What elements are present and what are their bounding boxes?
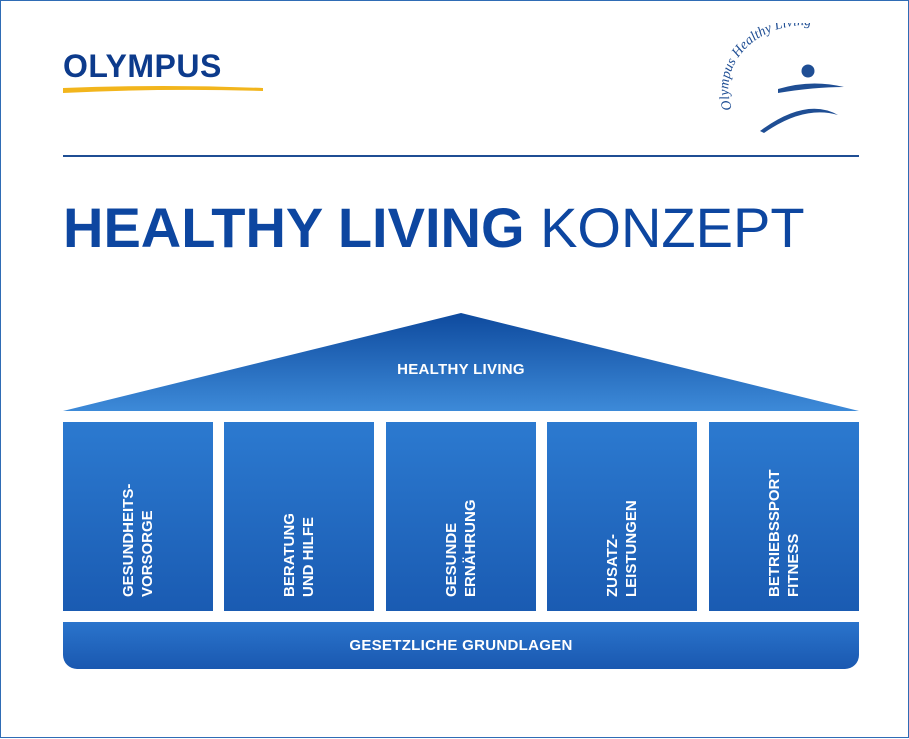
pillar-zusatzleistungen: ZUSATZ-LEISTUNGEN <box>547 422 697 611</box>
healthy-living-logo: Olympus Healthy Living <box>717 23 844 133</box>
roof-label: HEALTHY LIVING <box>397 361 525 378</box>
svg-text:Olympus Healthy Living: Olympus Healthy Living <box>717 23 811 112</box>
olympus-logo: OLYMPUS <box>63 49 263 94</box>
pillar-label: GESUNDHEITS-VORSORGE <box>120 483 156 597</box>
brand-name: OLYMPUS <box>63 48 222 84</box>
house-base: GESETZLICHE GRUNDLAGEN <box>63 622 859 669</box>
title-bold: HEALTHY LIVING <box>63 196 525 259</box>
page-title: HEALTHY LIVING KONZEPT <box>63 197 805 259</box>
brand-swoosh-icon <box>63 86 263 93</box>
title-light: KONZEPT <box>540 196 805 259</box>
pillar-label: ZUSATZ-LEISTUNGEN <box>604 499 640 597</box>
pillar-gesundheitsvorsorge: GESUNDHEITS-VORSORGE <box>63 422 213 611</box>
base-label: GESETZLICHE GRUNDLAGEN <box>349 637 573 654</box>
header-divider <box>63 155 859 157</box>
